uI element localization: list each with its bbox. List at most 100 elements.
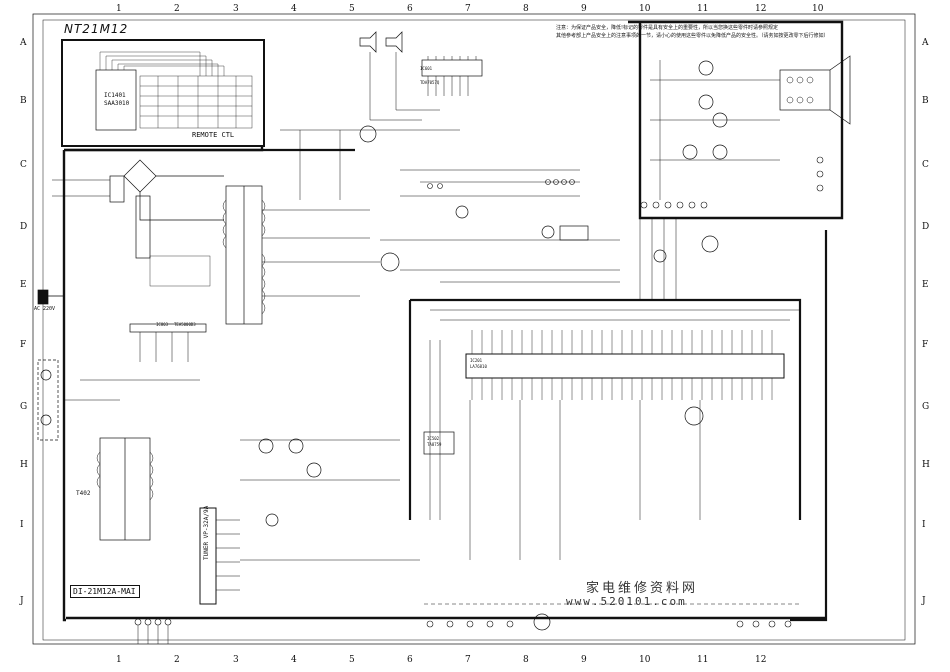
ic1401-body (95, 69, 137, 131)
grid-row-e: E (20, 280, 27, 290)
t402-label: T402 (76, 490, 91, 497)
connector-row-mid (427, 179, 575, 189)
grid-row-a-right: A (922, 38, 929, 48)
grid-col-12-bottom: 12 (755, 655, 767, 665)
grid-col-8: 8 (523, 4, 529, 14)
crt-neck (829, 55, 851, 125)
aux-ic-body (423, 431, 455, 455)
safety-note-2: 其他参考部上产品安全上的注意事项的一节，请小心的使用这些零件以免降低产品的安全性… (556, 33, 829, 39)
power-ic-part: TEA5000D3 (174, 322, 196, 327)
grid-row-a: A (20, 38, 27, 48)
grid-col-11-bottom: 11 (697, 655, 709, 665)
aux-ic-ref: IC502 (427, 436, 440, 441)
remote-ic-part: SAA3010 (104, 100, 130, 107)
grid-row-f-right: F (922, 340, 929, 350)
grid-col-2: 2 (174, 4, 180, 14)
grid-col-5-bottom: 5 (349, 655, 355, 665)
grid-row-b: B (20, 96, 27, 106)
deflection-transistor (380, 252, 400, 272)
grid-col-1-bottom: 1 (116, 655, 122, 665)
schematic-title: NT21M12 (64, 22, 129, 36)
grid-row-b-right: B (922, 96, 929, 106)
audio-ic-label: IC601 (420, 66, 433, 71)
grid-col-10-bottom: 10 (639, 655, 651, 665)
grid-row-d-right: D (922, 222, 930, 232)
secondary-rails (262, 209, 380, 297)
aux-small-ic (559, 225, 589, 241)
grid-col-10: 10 (639, 4, 651, 14)
main-ic-pins-bottom (471, 378, 773, 400)
audio-ic-part: TDA7057Q (420, 80, 440, 85)
tuner-body (199, 507, 217, 605)
remote-ic-ref: IC1401 (104, 92, 126, 99)
mains-plug (37, 289, 49, 305)
grid-col-11: 11 (697, 4, 709, 14)
aux-ic-part: TA8759 (427, 442, 442, 447)
remote-keypad-grid (139, 75, 253, 129)
power-ic-ref: IC803 (156, 322, 169, 327)
main-ic-body (465, 353, 785, 379)
main-board-border-right (790, 230, 828, 622)
speaker-right (385, 31, 403, 53)
main-ic-part: LA76810 (470, 364, 487, 369)
grid-col-4: 4 (291, 4, 297, 14)
grid-col-13: 10 (812, 4, 824, 14)
grid-row-c-right: C (922, 160, 929, 170)
grid-col-7: 7 (465, 4, 471, 14)
bottom-transistor (533, 613, 551, 631)
outer-frame (32, 13, 916, 645)
power-input-wires (52, 179, 110, 197)
bridge-rectifier (123, 159, 157, 193)
grid-col-9-bottom: 9 (581, 655, 587, 665)
grid-col-5: 5 (349, 4, 355, 14)
crystal-oscillator (684, 406, 704, 426)
grid-row-e-right: E (922, 280, 929, 290)
grid-col-8-bottom: 8 (523, 655, 529, 665)
grid-row-g-right: G (922, 402, 930, 412)
grid-row-d: D (20, 222, 28, 232)
grid-row-i: I (20, 520, 24, 530)
grid-col-12: 12 (755, 4, 767, 14)
mains-label: AC 220V (34, 306, 56, 312)
grid-col-6: 6 (407, 4, 413, 14)
bottom-connector-row (134, 618, 792, 628)
crt-connector-row (640, 201, 708, 209)
grid-col-7-bottom: 7 (465, 655, 471, 665)
remote-module-border (61, 39, 265, 147)
grid-row-g: G (20, 402, 28, 412)
watermark-cn: 家电维修资料网 (586, 581, 699, 596)
rgb-drive-transistors (682, 60, 728, 160)
grid-col-3-bottom: 3 (233, 655, 239, 665)
tuner-label: TUNER VP-32A/9A (203, 505, 210, 560)
safety-note-1: 注意：为保证产品安全，降低!标记的零件是具有安全上的重要性，所以当您换这些零件时… (556, 25, 779, 31)
grid-col-6-bottom: 6 (407, 655, 413, 665)
grid-col-9: 9 (581, 4, 587, 14)
signal-section-border (410, 298, 802, 520)
remote-bus-lines (99, 51, 225, 76)
inner-frame (42, 19, 906, 641)
ic803-body (129, 323, 207, 333)
main-board-border-left (62, 145, 264, 622)
main-ic-ref: IC201 (470, 358, 483, 363)
power-ic-block (135, 195, 151, 259)
rectifier-output (139, 175, 224, 221)
grid-row-h-right: H (922, 460, 930, 470)
grid-row-h: H (20, 460, 28, 470)
grid-col-3: 3 (233, 4, 239, 14)
watermark-url: www.520101.com (566, 595, 687, 608)
main-ic-pins-top (471, 330, 773, 354)
crt-board-border (628, 20, 844, 220)
grid-row-f: F (20, 340, 27, 350)
speaker-left (359, 31, 377, 53)
grid-col-1: 1 (116, 4, 122, 14)
grid-row-j: J (20, 596, 24, 606)
grid-row-c: C (20, 160, 27, 170)
remote-ctl-label: REMOTE CTL (192, 131, 235, 139)
grid-col-2-bottom: 2 (174, 655, 180, 665)
grid-row-i-right: I (922, 520, 926, 530)
degauss-block (37, 359, 59, 441)
grid-row-j-right: J (922, 596, 926, 606)
audio-transistor (359, 125, 377, 143)
